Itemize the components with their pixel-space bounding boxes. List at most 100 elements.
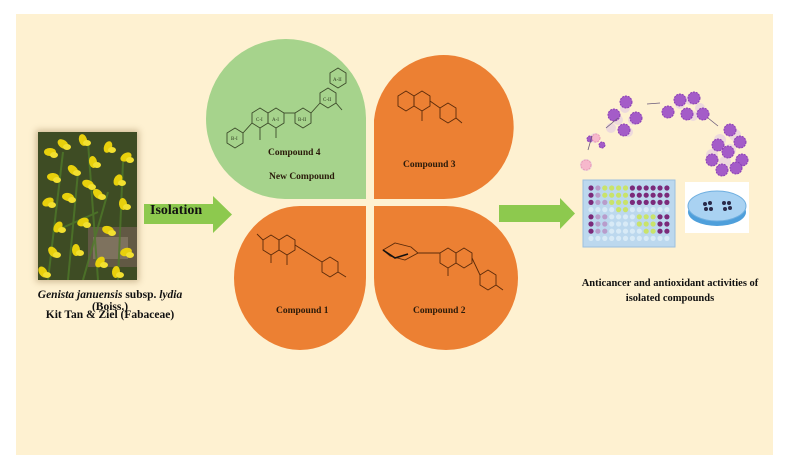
well bbox=[602, 228, 608, 234]
well bbox=[629, 199, 635, 205]
well bbox=[650, 199, 656, 205]
compound-3-label: Compound 3 bbox=[403, 160, 456, 170]
well bbox=[643, 221, 649, 227]
plant-subspecies: lydia bbox=[159, 289, 183, 301]
well bbox=[636, 192, 642, 198]
well bbox=[636, 221, 642, 227]
well bbox=[650, 185, 656, 191]
well bbox=[636, 207, 642, 213]
well bbox=[657, 207, 663, 213]
well bbox=[595, 192, 601, 198]
well bbox=[664, 235, 670, 241]
well bbox=[643, 228, 649, 234]
well bbox=[616, 235, 622, 241]
well bbox=[657, 235, 663, 241]
well bbox=[657, 192, 663, 198]
compound-2-label: Compound 2 bbox=[413, 306, 466, 316]
cell bbox=[733, 135, 747, 149]
cell bbox=[661, 105, 675, 119]
well bbox=[636, 199, 642, 205]
well bbox=[622, 192, 629, 198]
well bbox=[588, 221, 594, 227]
activities-caption-line2: isolated compounds bbox=[625, 293, 715, 304]
well bbox=[622, 214, 629, 220]
well bbox=[622, 199, 629, 205]
well bbox=[588, 192, 594, 198]
well bbox=[664, 199, 670, 205]
petri-dish-icon bbox=[685, 182, 749, 233]
cell bbox=[711, 138, 725, 152]
cell bbox=[673, 93, 687, 107]
well bbox=[664, 221, 670, 227]
flower bbox=[83, 222, 91, 228]
well bbox=[657, 199, 663, 205]
well bbox=[616, 214, 622, 220]
well bbox=[643, 192, 649, 198]
flower bbox=[126, 157, 134, 163]
plant-photo bbox=[38, 132, 137, 280]
flower bbox=[116, 272, 124, 278]
structure-compound-2 bbox=[382, 242, 504, 291]
cell bbox=[619, 95, 633, 109]
well bbox=[629, 185, 635, 191]
flower bbox=[48, 202, 56, 208]
flower bbox=[63, 144, 71, 150]
petal-compound-4 bbox=[206, 39, 366, 199]
well bbox=[616, 192, 622, 198]
flower bbox=[53, 177, 61, 183]
flower bbox=[58, 227, 66, 233]
well bbox=[650, 192, 656, 198]
flower bbox=[108, 230, 116, 236]
well bbox=[616, 228, 622, 234]
well bbox=[609, 207, 615, 213]
well bbox=[595, 199, 601, 205]
well bbox=[609, 228, 615, 234]
plant-author: (Boiss.) bbox=[91, 301, 129, 313]
plant-genus-species: Genista januensis bbox=[37, 289, 123, 301]
plant-name-line2: Kit Tan & Ziel (Fabaceae) bbox=[45, 309, 175, 321]
well bbox=[664, 214, 670, 220]
compound-1-label: Compound 1 bbox=[276, 306, 329, 316]
svg-text:A-II: A-II bbox=[333, 78, 342, 83]
well bbox=[629, 192, 635, 198]
petal-compound-3 bbox=[374, 55, 514, 199]
cell bbox=[607, 108, 621, 122]
well bbox=[622, 185, 629, 191]
flower bbox=[68, 197, 76, 203]
well bbox=[602, 235, 608, 241]
well bbox=[616, 199, 622, 205]
cell bbox=[629, 111, 643, 125]
well bbox=[636, 214, 642, 220]
well bbox=[657, 221, 663, 227]
flower bbox=[93, 162, 101, 168]
well bbox=[622, 207, 629, 213]
well bbox=[650, 214, 656, 220]
well bbox=[595, 228, 601, 234]
well bbox=[664, 228, 670, 234]
well bbox=[616, 207, 622, 213]
well bbox=[636, 185, 642, 191]
flower bbox=[88, 184, 96, 190]
cell bbox=[705, 153, 719, 167]
well bbox=[609, 199, 615, 205]
flower bbox=[76, 250, 84, 256]
well bbox=[629, 228, 635, 234]
well bbox=[650, 228, 656, 234]
compound-4-sublabel: New Compound bbox=[269, 172, 335, 182]
well bbox=[609, 214, 615, 220]
well bbox=[602, 214, 608, 220]
flower bbox=[126, 252, 134, 258]
well bbox=[643, 235, 649, 241]
plant-rank: subsp. bbox=[125, 289, 157, 301]
well bbox=[650, 221, 656, 227]
flower bbox=[108, 147, 116, 153]
well bbox=[588, 185, 594, 191]
svg-text:C-I: C-I bbox=[256, 118, 263, 123]
well bbox=[616, 221, 622, 227]
flower bbox=[43, 272, 51, 278]
well bbox=[609, 192, 615, 198]
well bbox=[602, 221, 608, 227]
well-plate-icon bbox=[582, 179, 676, 248]
